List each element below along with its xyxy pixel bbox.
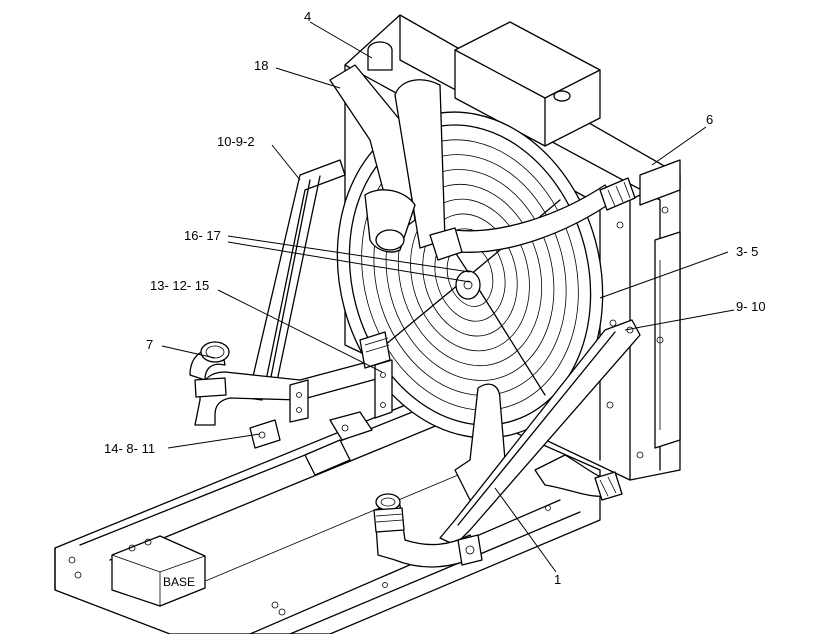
callout-7: 7 bbox=[146, 337, 153, 352]
callout-labels: 4 18 6 10-9-2 16- 17 3- 5 13- 12- 15 9- … bbox=[104, 9, 766, 589]
callout-16-17: 16- 17 bbox=[184, 228, 221, 243]
upper-hoses bbox=[329, 41, 636, 261]
left-tube bbox=[247, 159, 346, 401]
callout-13-12-15: 13- 12- 15 bbox=[150, 278, 209, 293]
callout-10-9-2: 10-9-2 bbox=[217, 134, 255, 149]
lower-hose-and-brace bbox=[373, 319, 641, 568]
callout-14-8-11: 14- 8- 11 bbox=[104, 441, 155, 456]
callout-6: 6 bbox=[706, 112, 713, 127]
base-frame bbox=[54, 394, 601, 635]
fan-hub bbox=[455, 270, 481, 300]
callout-4: 4 bbox=[304, 9, 311, 24]
leader-lines bbox=[161, 21, 735, 573]
callout-3-5: 3- 5 bbox=[736, 244, 758, 259]
callout-9-10: 9- 10 bbox=[736, 299, 766, 314]
callout-1: 1 bbox=[554, 572, 561, 587]
lower-left-pipe bbox=[189, 331, 393, 449]
callout-18: 18 bbox=[254, 58, 268, 73]
base-label: BASE bbox=[163, 575, 195, 589]
